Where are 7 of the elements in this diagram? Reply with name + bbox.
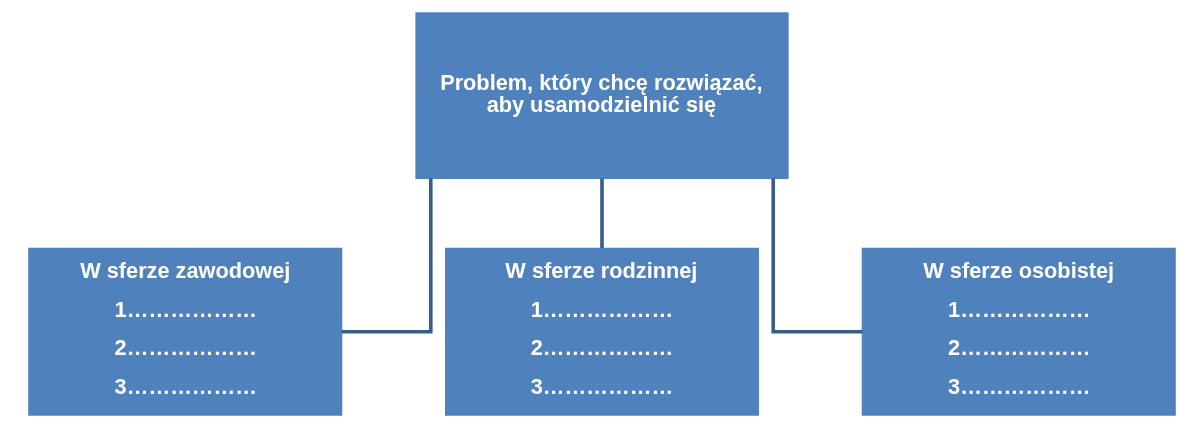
- node-box: W sferze osobistej 1……………… 2……………… 3………………: [861, 247, 1176, 416]
- connector: [341, 178, 433, 334]
- node-box: Problem, który chcę rozwiązać, aby usamodzielnić się: [414, 12, 789, 179]
- connector: [599, 178, 604, 249]
- connector: [770, 178, 862, 334]
- node-box: W sferze rodzinnej 1……………… 2……………… 3………………: [444, 247, 759, 416]
- node-box: W sferze zawodowej 1……………… 2……………… 3………………: [27, 247, 342, 416]
